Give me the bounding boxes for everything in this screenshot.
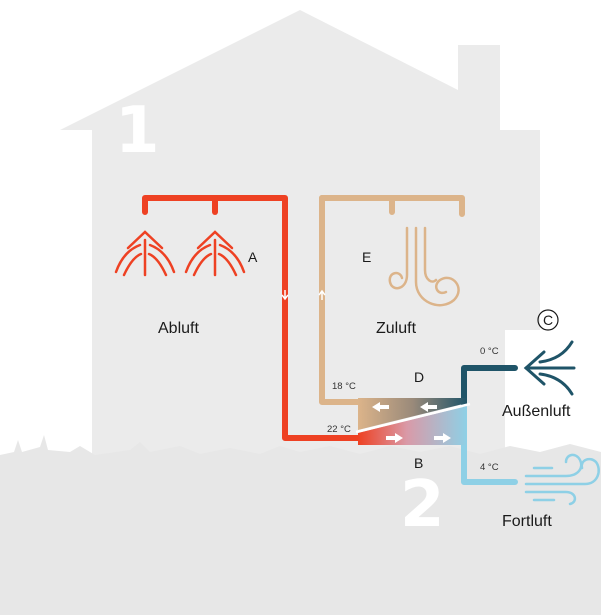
heat-exchanger-exhaust-side — [358, 406, 467, 445]
air-swirl-icon — [388, 226, 460, 307]
supply-duct — [319, 195, 465, 405]
label-fortluft: Fortluft — [502, 513, 552, 530]
marker-b: B — [414, 455, 423, 471]
marker-c: C — [537, 309, 559, 331]
inflow-arrow-icon — [523, 340, 576, 396]
ground-grass-edge — [0, 435, 601, 615]
floor-number-lower: 2 — [400, 468, 445, 542]
marker-a: A — [248, 249, 258, 265]
wind-icon — [524, 453, 600, 506]
exchanger-arrows — [372, 402, 451, 443]
label-abluft: Abluft — [158, 320, 199, 337]
temp-exhaust: 22 °C — [327, 424, 351, 435]
supply-up-arrow-icon — [318, 289, 326, 300]
temp-discharge: 4 °C — [480, 462, 499, 473]
exhaust-vent-icon-left — [114, 230, 176, 277]
ground — [0, 435, 601, 615]
marker-e: E — [362, 249, 371, 265]
temp-outdoor: 0 °C — [480, 346, 499, 357]
marker-c-label: C — [543, 312, 553, 328]
house — [60, 10, 540, 520]
marker-d: D — [414, 369, 424, 385]
exhaust-down-arrow-icon — [281, 290, 289, 301]
left-arrow-icon — [420, 402, 437, 412]
left-arrow-icon — [372, 402, 389, 412]
label-aussenluft: Außenluft — [502, 403, 571, 420]
house-body — [60, 10, 540, 520]
exhaust-duct — [142, 195, 361, 441]
temp-supply: 18 °C — [332, 381, 356, 392]
label-zuluft: Zuluft — [376, 320, 417, 337]
right-arrow-icon — [386, 433, 403, 443]
outdoor-duct — [461, 365, 518, 407]
exhaust-vent-icon-right — [184, 230, 246, 277]
right-arrow-icon — [434, 433, 451, 443]
heat-exchanger — [355, 398, 471, 445]
floor-number-upper: 1 — [115, 94, 160, 168]
house-chimney — [458, 45, 500, 115]
